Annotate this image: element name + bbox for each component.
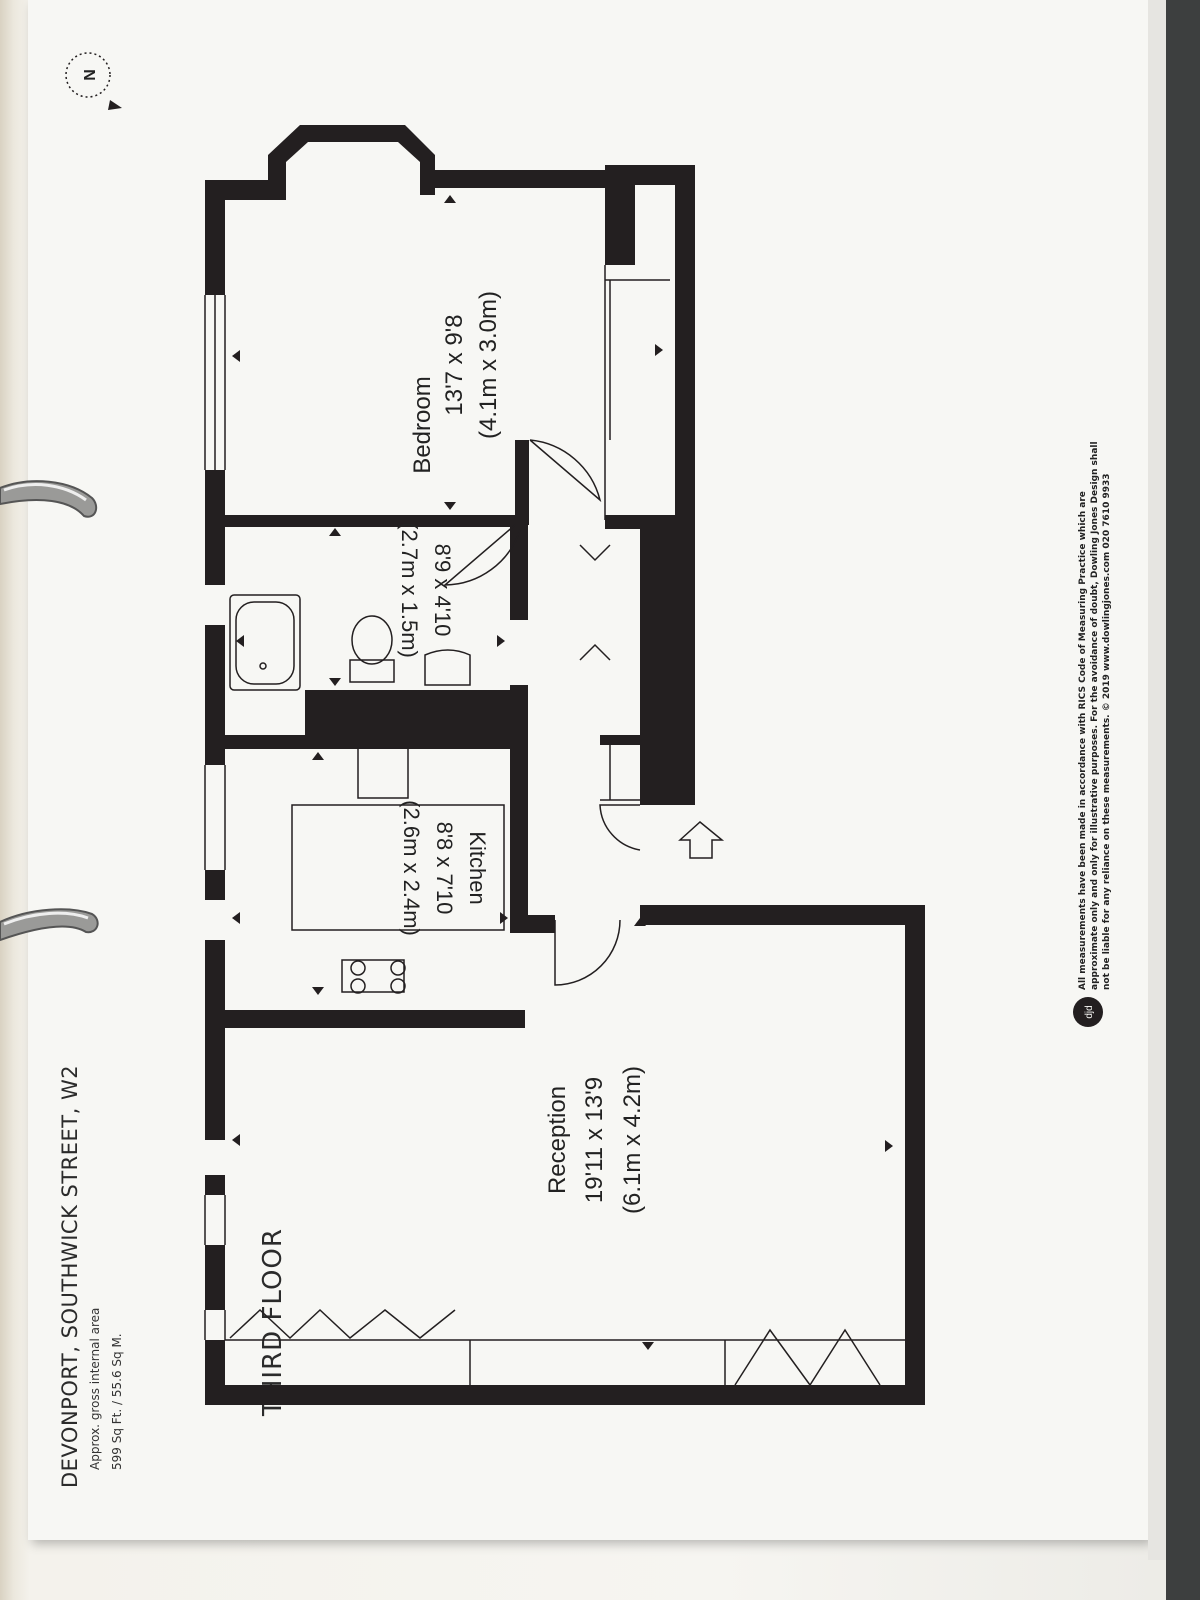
reception-metric: (6.1m x 4.2m) — [619, 1066, 646, 1214]
compass-letter: N — [82, 69, 99, 81]
wall-bottom — [205, 1385, 925, 1405]
wall-left-mid2 — [205, 625, 225, 765]
bathtub — [229, 594, 301, 691]
reception-imperial: 19'11 x 13'9 — [581, 1077, 608, 1203]
binder-ring-bottom-icon — [0, 908, 99, 942]
logo-text: djd — [1084, 1005, 1095, 1018]
bedroom-name: Bedroom — [409, 376, 436, 473]
toilet — [351, 615, 393, 665]
kitchen-sink — [357, 747, 409, 799]
kitchen-imperial: 8'8 x 7'10 — [432, 822, 457, 915]
disclaimer-line-1: All measurements have been made in accor… — [1078, 491, 1088, 990]
binder-ring-top-icon — [0, 480, 98, 518]
service-duct — [305, 690, 520, 740]
compass-north-icon: N — [65, 52, 122, 110]
bay-window — [268, 125, 435, 200]
djd-logo-icon: djd — [1073, 997, 1103, 1027]
wall-reception-top — [225, 1010, 525, 1028]
disclaimer-line-2: approximate only and only for illustrati… — [1090, 441, 1100, 990]
page-stack-edge — [1148, 0, 1168, 1560]
binder-cover-edge — [1166, 0, 1200, 1600]
wall-bath-bed — [225, 515, 525, 527]
reception-name: Reception — [544, 1086, 571, 1194]
wall-left-mid — [205, 470, 225, 585]
bathroom-metric: (2.7m x 1.5m) — [397, 522, 422, 658]
bedroom-metric: (4.1m x 3.0m) — [475, 291, 502, 439]
wall-bedroom-right — [675, 165, 695, 525]
wall-reception-right — [905, 915, 925, 1405]
kitchen-metric: (2.6m x 2.4m) — [399, 800, 424, 936]
disclaimer-line-3: not be liable for any reliance on these … — [1102, 473, 1112, 990]
bathroom-imperial: 8'9 x 4'10 — [430, 544, 455, 637]
wall-bedroom-top — [205, 180, 270, 200]
wall-left-upper — [205, 185, 225, 295]
kitchen-name: Kitchen — [465, 831, 490, 904]
hob — [341, 959, 405, 993]
basin — [424, 649, 471, 686]
bedroom-imperial: 13'7 x 9'8 — [441, 314, 468, 415]
wall-corridor-right — [640, 515, 695, 805]
